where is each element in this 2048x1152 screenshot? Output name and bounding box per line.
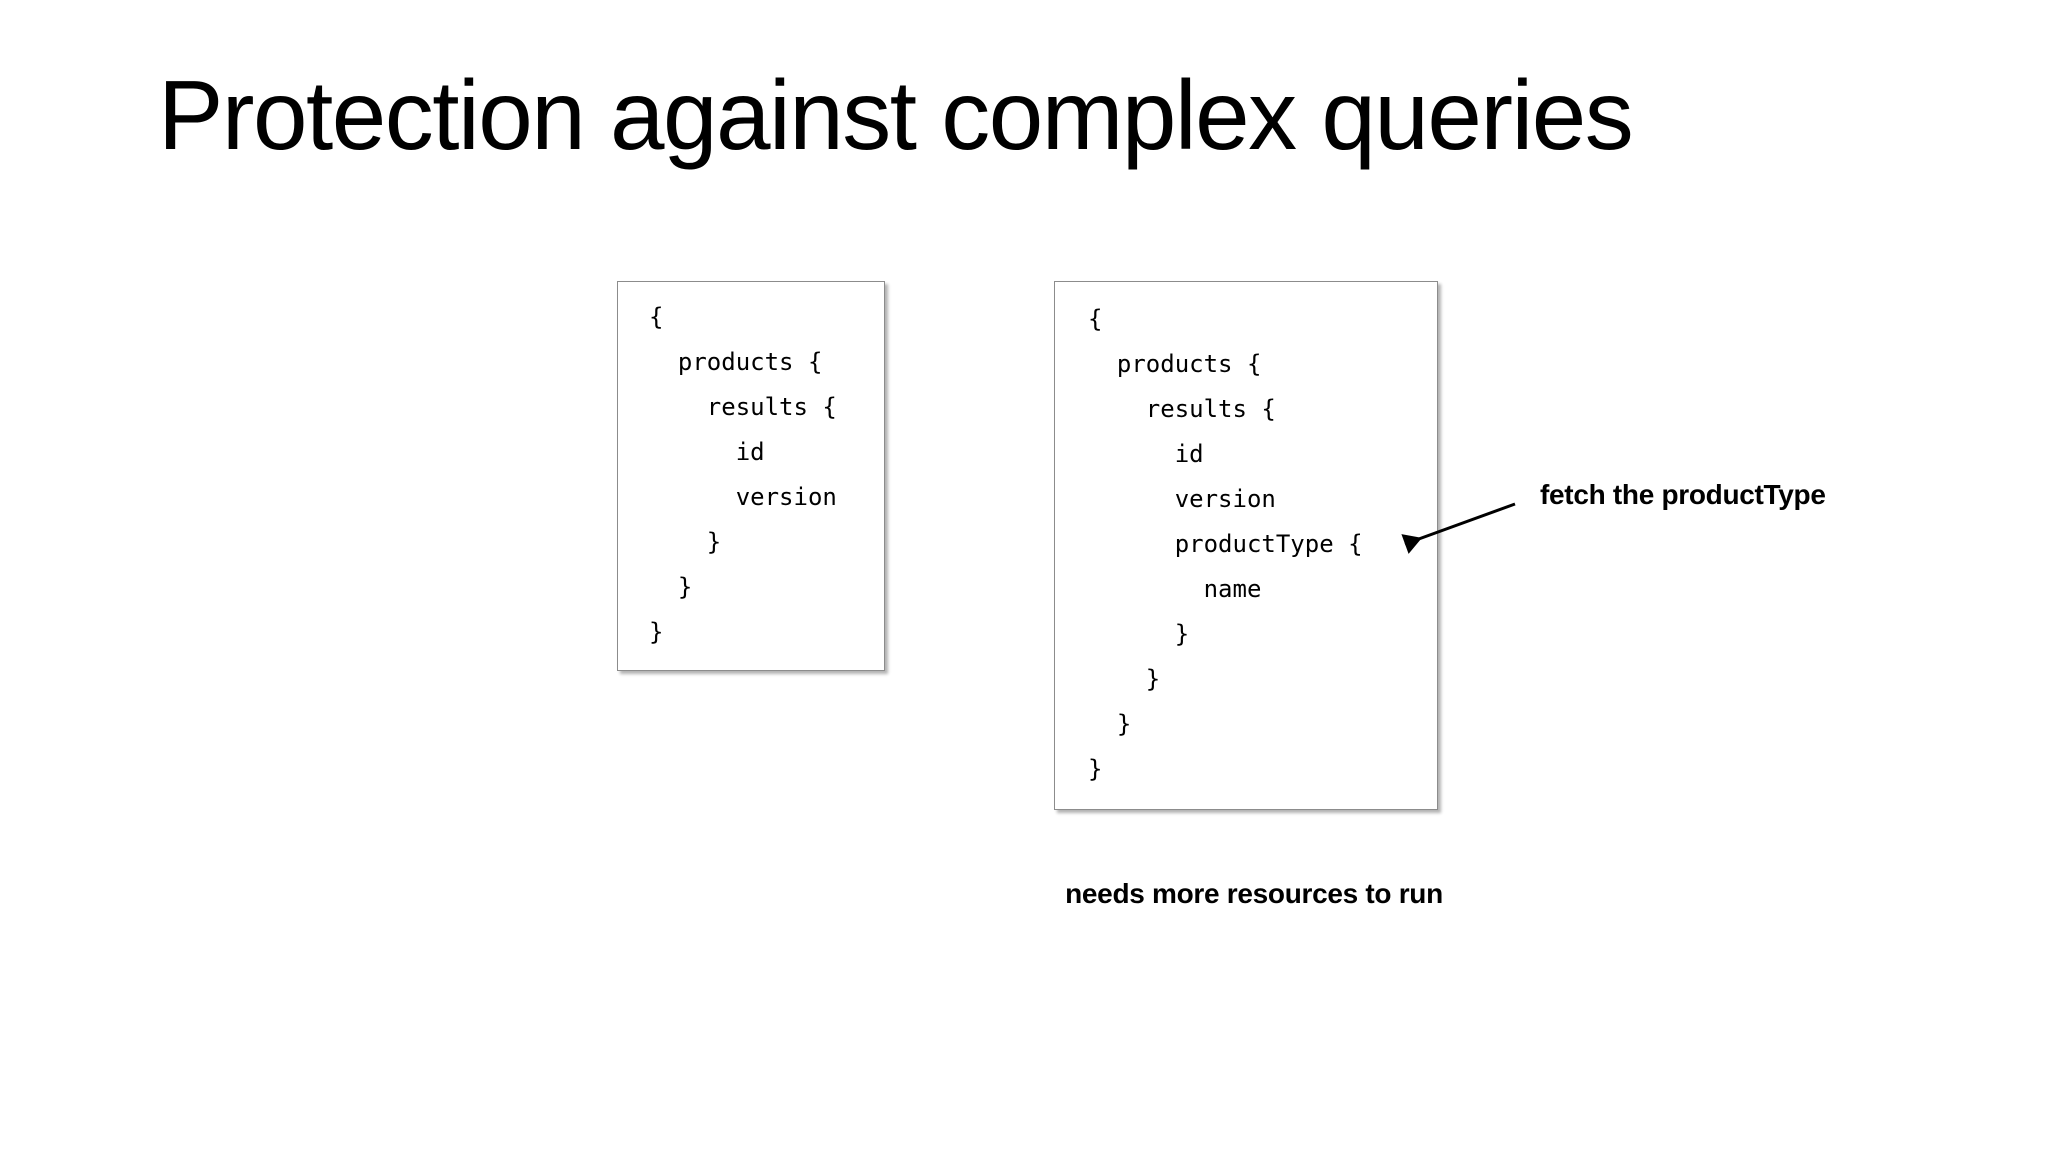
code-text-complex-query: { products { results { id version produc… (1088, 305, 1363, 783)
caption-needs-more-resources: needs more resources to run (1065, 878, 1443, 909)
code-block-simple-query: { products { results { id version } } } (617, 281, 885, 671)
code-block-complex-query: { products { results { id version produc… (1054, 281, 1438, 810)
code-text-simple-query: { products { results { id version } } } (649, 303, 837, 646)
annotation-label-fetch-product-type: fetch the productType (1540, 479, 1826, 510)
page-title: Protection against complex queries (158, 60, 1634, 170)
